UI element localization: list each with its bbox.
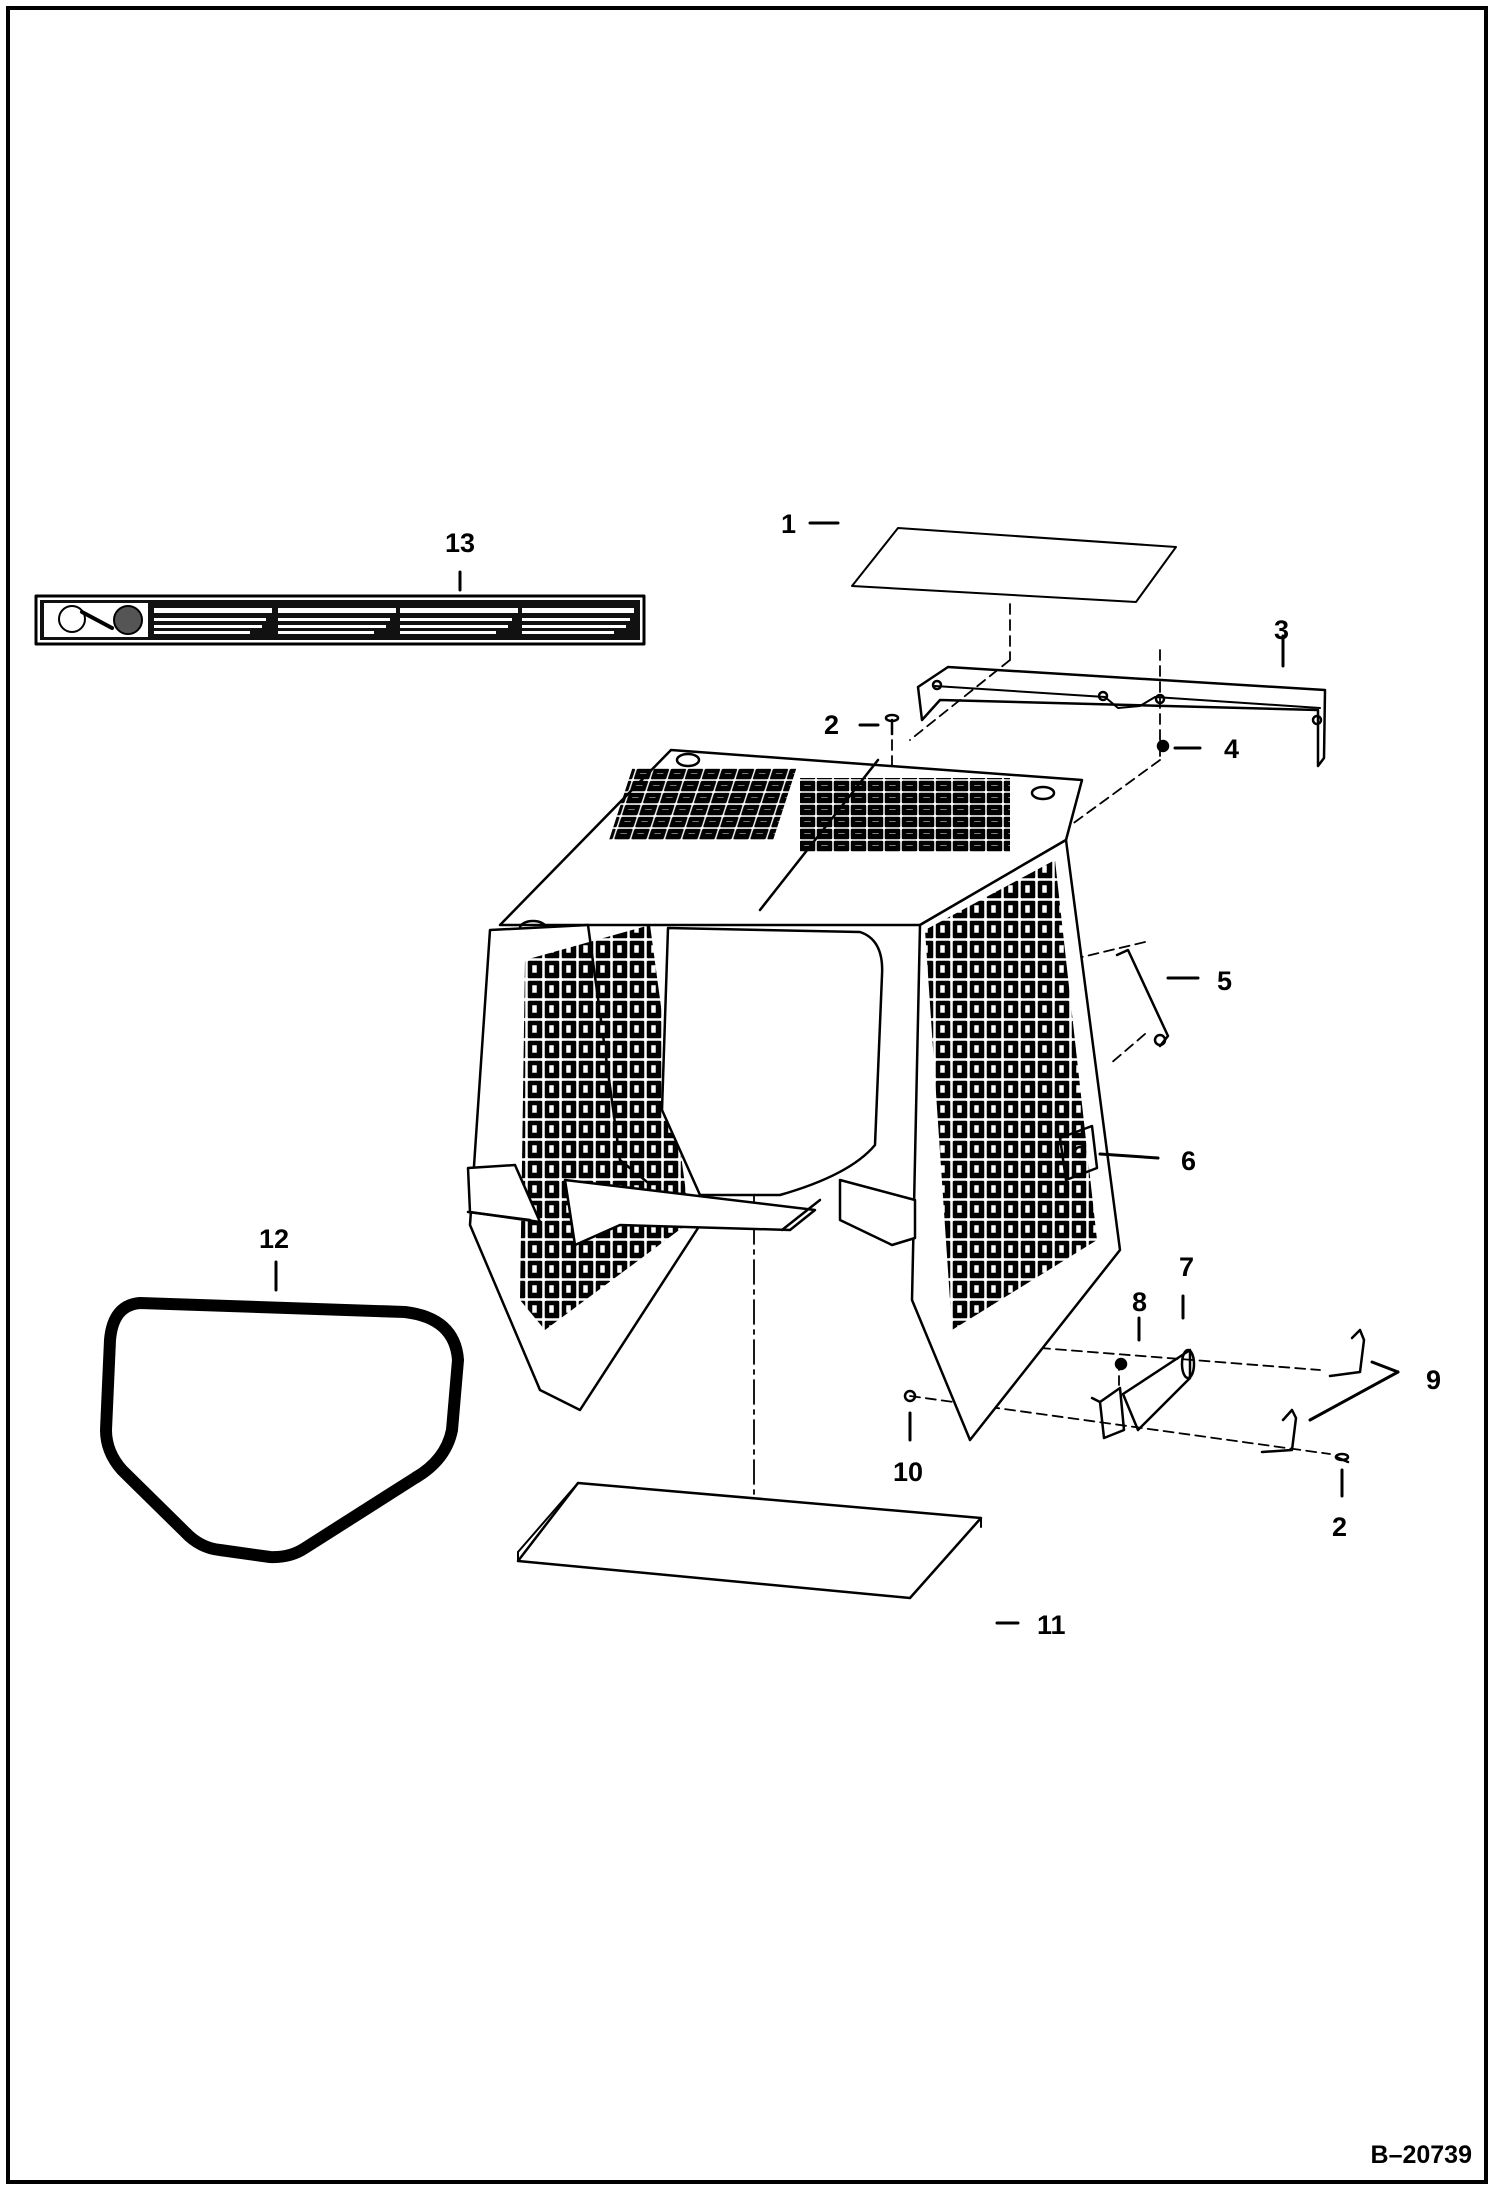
callout-1: 1 — [781, 509, 797, 539]
callout-10: 10 — [893, 1457, 924, 1487]
decal-item-13 — [34, 594, 646, 646]
callout-3: 3 — [1274, 615, 1290, 645]
callout-5: 5 — [1217, 966, 1233, 996]
callout-8: 8 — [1132, 1287, 1148, 1317]
callout-2-bottom: 2 — [1332, 1512, 1348, 1542]
callout-4: 4 — [1224, 734, 1240, 764]
callout-2-top: 2 — [824, 710, 840, 740]
top-bracket-item-3 — [916, 665, 1327, 768]
callout-13: 13 — [445, 528, 476, 558]
callout-9: 9 — [1426, 1365, 1442, 1395]
screw-item-2-bottom — [1334, 1452, 1350, 1464]
top-pad-item-1 — [851, 527, 1177, 603]
drawing-number: B–20739 — [1370, 2141, 1472, 2169]
cover-item-7 — [1121, 1348, 1196, 1432]
bracket-item-8 — [1090, 1357, 1128, 1440]
nut-item-10 — [903, 1389, 917, 1403]
handle-item-5 — [1115, 948, 1170, 1048]
callout-11: 11 — [1037, 1610, 1066, 1640]
clip-item-9 — [1260, 1328, 1366, 1454]
floor-pad-item-11 — [516, 1481, 983, 1600]
operator-guard-body — [466, 748, 1122, 1442]
callout-6: 6 — [1181, 1146, 1197, 1176]
seal-item-12 — [100, 1297, 464, 1564]
callout-7: 7 — [1179, 1252, 1195, 1282]
screw-item-2-top — [884, 713, 900, 736]
latch-item-6 — [1058, 1124, 1099, 1182]
callout-12: 12 — [259, 1224, 290, 1254]
